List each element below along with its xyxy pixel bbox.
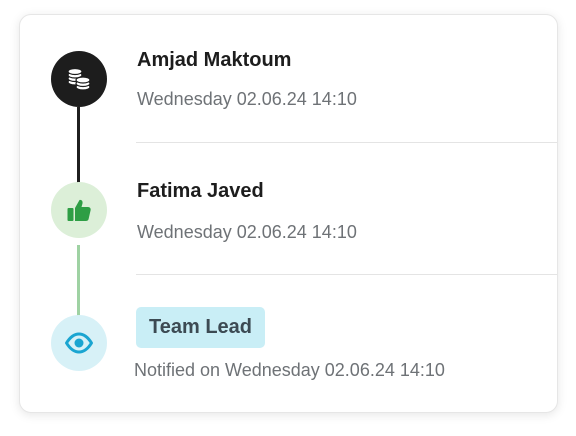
timeline-node: [51, 315, 107, 371]
approval-timeline-card: Amjad Maktoum Wednesday 02.06.24 14:10 F…: [19, 14, 558, 413]
approval-timestamp: Wednesday 02.06.24 14:10: [137, 89, 357, 109]
notified-timestamp: Notified on Wednesday 02.06.24 14:10: [134, 360, 445, 380]
timeline-node: [51, 182, 107, 238]
eye-icon: [65, 332, 93, 354]
divider: [136, 142, 557, 143]
timeline-node: [51, 51, 107, 107]
thumbs-up-icon: [67, 199, 91, 221]
role-badge: Team Lead: [136, 307, 265, 348]
timeline-connector: [77, 107, 80, 195]
coins-stack-icon: [67, 67, 91, 91]
timeline-connector: [77, 245, 80, 333]
divider: [136, 274, 557, 275]
approver-name: Fatima Javed: [137, 180, 264, 202]
approval-timestamp: Wednesday 02.06.24 14:10: [137, 222, 357, 242]
approver-name: Amjad Maktoum: [137, 49, 292, 71]
